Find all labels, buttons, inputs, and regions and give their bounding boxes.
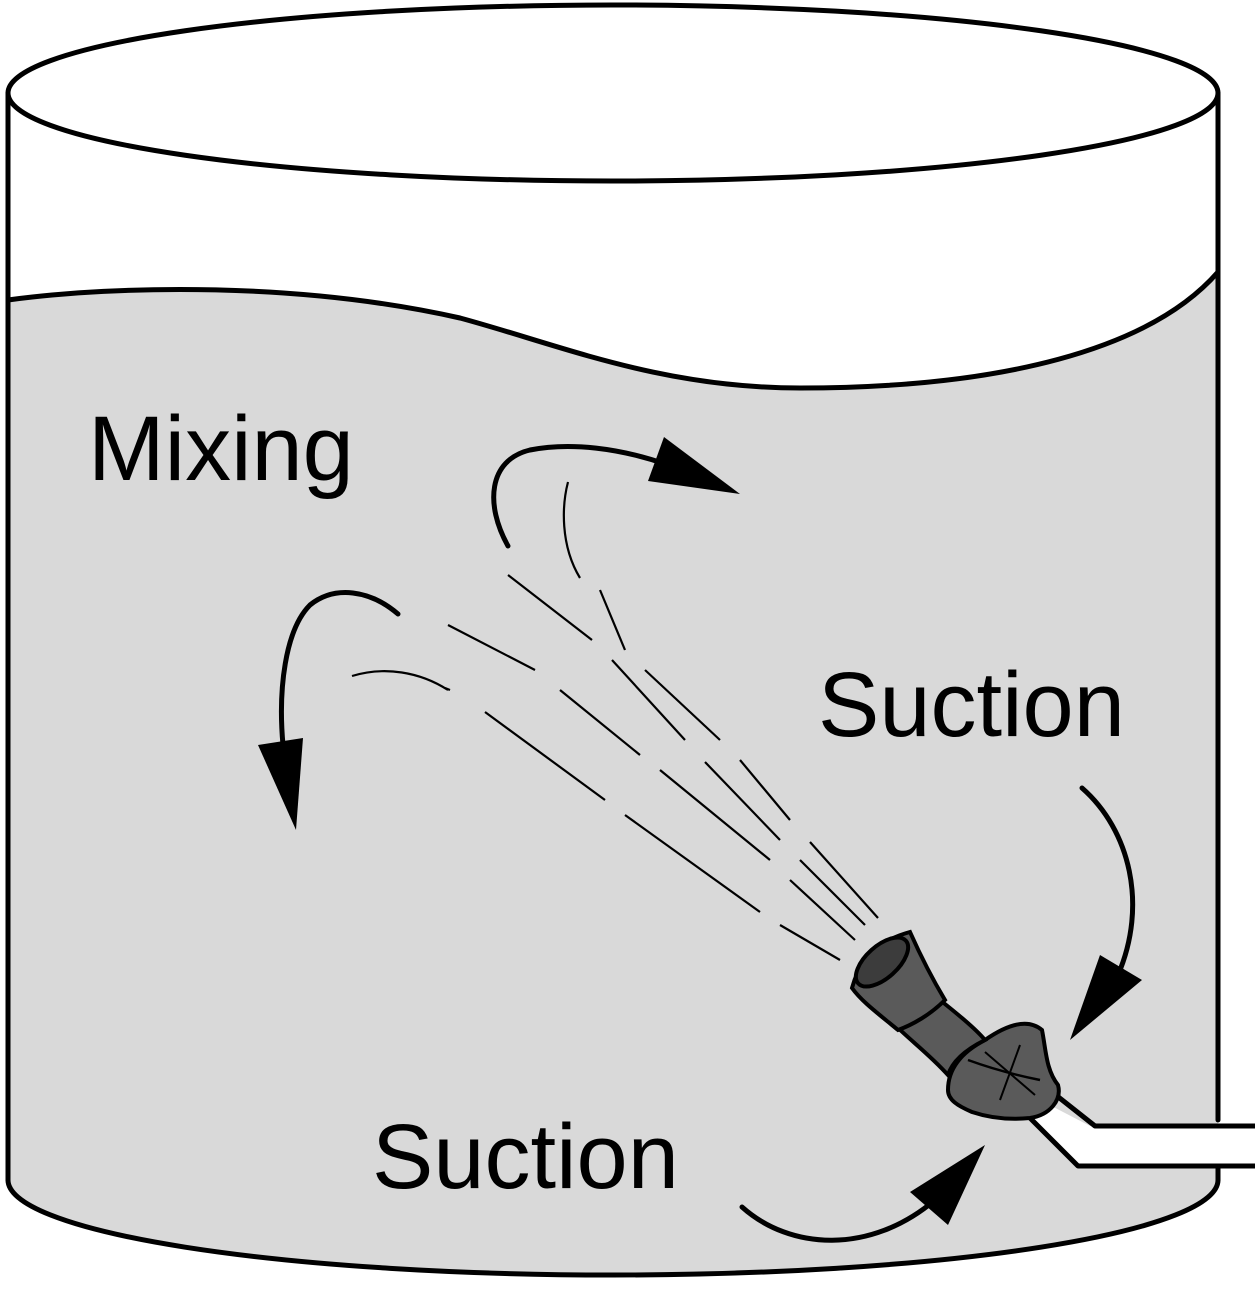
tank-bottom [5,1177,1221,1278]
feed-pipe-upper [1049,1089,1255,1129]
suction-arrow-right [1070,785,1142,1040]
tank-rim [5,2,1221,184]
suction-label-bottom: Suction [372,1106,679,1208]
nozzle-detail [967,1058,1041,1082]
jet-stream [351,481,879,961]
nozzle-detail-3 [999,1044,1021,1101]
mixing-arrow-left [258,590,401,830]
liquid-surface [5,269,1221,391]
eductor-nozzle-icon [849,929,1061,1121]
mixing-label: Mixing [88,398,354,500]
feed-pipe-lower [1027,1115,1255,1169]
suction-arrow-bottom [739,1145,985,1243]
suction-label-right: Suction [818,654,1125,756]
feed-pipe-fill [1030,1100,1255,1166]
nozzle-mouth [853,935,911,989]
mixing-arrow-upper [491,437,740,549]
